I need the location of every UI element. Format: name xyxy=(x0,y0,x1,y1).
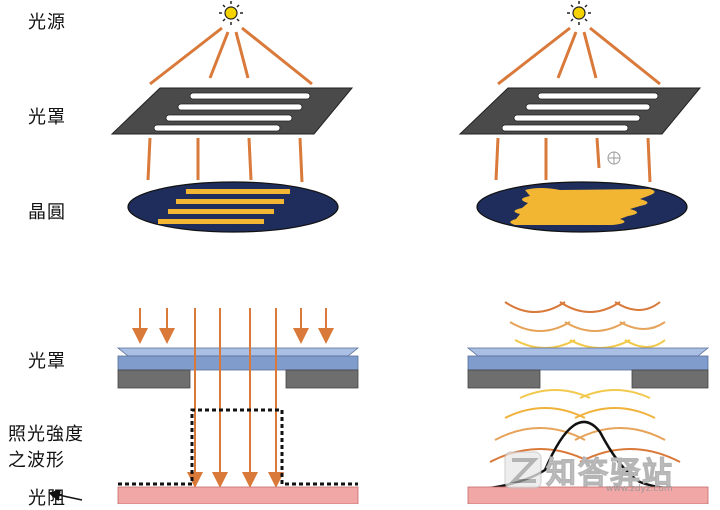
watermark-subtext: www.zdyz.com xyxy=(606,484,673,494)
label-wafer: 晶圓 xyxy=(28,202,66,223)
photoresist-pointer-arrow xyxy=(48,489,83,502)
light-rays-left-top xyxy=(149,26,313,86)
sun-icon-left xyxy=(219,1,243,25)
photomask-right-top xyxy=(458,87,702,135)
label-intensity-line2: 之波形 xyxy=(8,450,65,471)
label-photomask-top: 光罩 xyxy=(28,107,66,128)
incident-rays-left-bottom xyxy=(132,308,334,344)
glass-mask-left xyxy=(116,347,360,389)
light-rays-left-mid xyxy=(146,137,304,183)
sun-icon-right xyxy=(567,1,591,25)
label-light-source: 光源 xyxy=(28,12,66,33)
light-rays-right-top xyxy=(497,26,661,86)
wafer-left xyxy=(127,181,339,233)
watermark-text: 知答驿站 xyxy=(546,456,674,492)
wafer-right xyxy=(476,181,688,233)
label-intensity-line1: 照光強度 xyxy=(8,424,84,445)
photomask-left-top xyxy=(110,87,354,135)
glass-mask-right xyxy=(466,347,710,389)
intensity-wave-left xyxy=(118,408,358,486)
light-rays-right-mid xyxy=(494,137,652,183)
transmitted-rays-left xyxy=(187,308,284,488)
photoresist-right xyxy=(467,486,709,504)
diffraction-wavefronts-right-bottom xyxy=(489,389,681,463)
photoresist-left xyxy=(117,486,359,504)
label-photomask-bottom: 光罩 xyxy=(28,351,66,372)
diffraction-wavefronts-right-top xyxy=(504,301,666,349)
cursor-icon xyxy=(607,151,621,165)
watermark-logo-icon xyxy=(504,451,542,489)
